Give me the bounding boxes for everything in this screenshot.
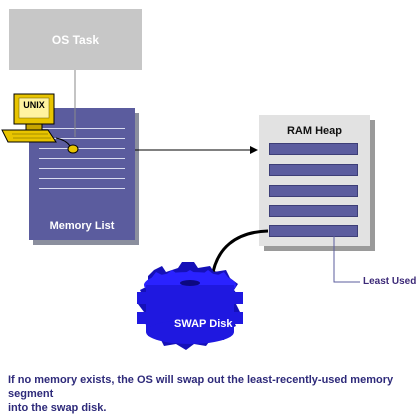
memory-list-line	[39, 168, 125, 169]
memory-list-line	[39, 158, 125, 159]
caption-line-1: If no memory exists, the OS will swap ou…	[8, 374, 394, 400]
memory-list-line	[39, 178, 125, 179]
memory-list-line	[39, 148, 125, 149]
memory-list-line	[39, 138, 125, 139]
ram-slot	[269, 205, 358, 217]
swap-disk-label: SWAP Disk	[174, 318, 233, 330]
computer-icon	[1, 93, 79, 154]
memory-list-line	[39, 128, 125, 129]
ram-heap: RAM Heap	[259, 115, 370, 246]
ram-slot	[269, 185, 358, 197]
least-used-leader	[333, 235, 360, 283]
least-used-label: Least Used	[363, 276, 417, 287]
ram-slot-least-used	[269, 225, 358, 237]
unix-label: UNIX	[23, 100, 45, 110]
memory-list: Memory List	[29, 108, 135, 240]
memory-list-line	[39, 188, 125, 189]
ram-heap-title: RAM Heap	[286, 125, 342, 137]
memory-list-label: Memory List	[49, 220, 115, 232]
ram-slot	[269, 164, 358, 176]
os-task-box: OS Task	[9, 9, 142, 70]
caption: If no memory exists, the OS will swap ou…	[8, 373, 412, 415]
arrow-ram-to-swap	[210, 229, 269, 279]
ram-slot	[269, 143, 358, 155]
os-task-label: OS Task	[51, 32, 100, 47]
gear-disk-icon	[137, 262, 243, 350]
caption-line-2: into the swap disk.	[8, 402, 107, 414]
